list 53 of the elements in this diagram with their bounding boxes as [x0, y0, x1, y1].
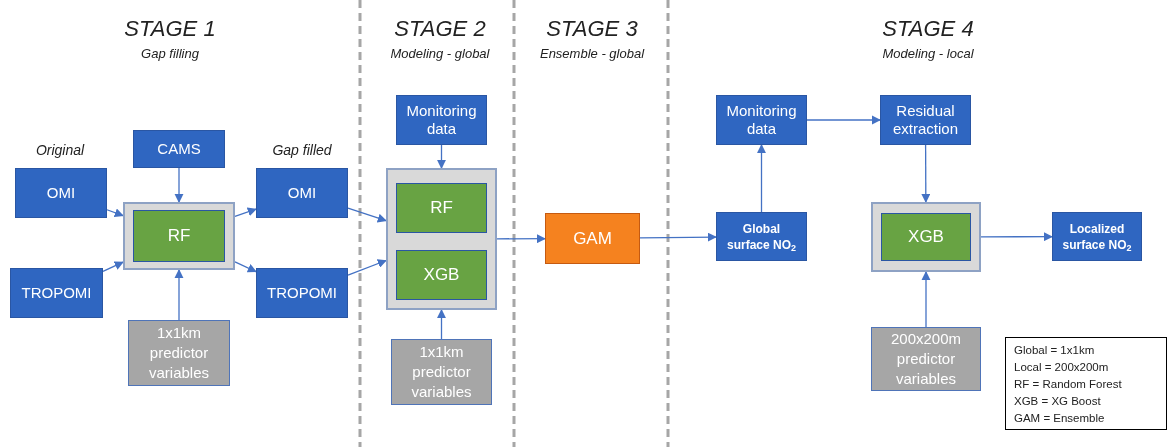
stage-subtitle: Modeling - global	[389, 45, 491, 63]
process-box: TROPOMI	[256, 268, 348, 318]
arrow	[639, 232, 717, 242]
stage-subtitle: Modeling - local	[881, 45, 975, 63]
arrow	[756, 144, 767, 213]
process-box: Residual extraction	[880, 95, 971, 145]
arrow	[436, 144, 447, 169]
arrow	[174, 269, 184, 321]
legend-entry: XGB = XG Boost	[1014, 394, 1102, 409]
stage-subtitle: Gap filling	[140, 45, 200, 63]
model-container	[871, 202, 981, 272]
model-box: XGB	[396, 250, 487, 300]
column-caption: Original	[34, 141, 86, 160]
stage-heading: STAGE 1	[123, 15, 217, 43]
arrow	[806, 115, 881, 125]
column-caption: Gap filled	[271, 141, 333, 160]
arrow	[347, 259, 387, 276]
arrow	[980, 232, 1053, 242]
arrow	[106, 208, 124, 218]
process-box: OMI	[15, 168, 107, 218]
ensemble-box: GAM	[545, 213, 640, 264]
input-box: 1x1km predictor variables	[128, 320, 230, 386]
process-box: OMI	[256, 168, 348, 218]
legend-entry: GAM = Ensemble	[1014, 411, 1106, 426]
arrow	[234, 261, 257, 273]
stage-heading: STAGE 2	[393, 15, 487, 43]
arrow	[347, 207, 387, 223]
stage-subtitle: Ensemble - global	[538, 45, 646, 63]
process-box: TROPOMI	[10, 268, 103, 318]
stage-heading: STAGE 4	[881, 15, 975, 43]
process-box: CAMS	[133, 130, 225, 168]
model-container	[123, 202, 235, 270]
model-box: RF	[133, 210, 225, 262]
stage-heading: STAGE 3	[545, 15, 639, 43]
model-box: XGB	[881, 213, 971, 261]
arrow	[234, 207, 257, 218]
arrow	[921, 144, 931, 203]
legend-entry: Local = 200x200m	[1014, 360, 1110, 375]
input-box: 200x200m predictor variables	[871, 327, 981, 391]
arrow	[496, 234, 546, 244]
process-box: Monitoring data	[716, 95, 807, 145]
arrow	[174, 167, 184, 203]
legend-entry: RF = Random Forest	[1014, 377, 1123, 392]
arrow	[102, 261, 124, 272]
arrow	[436, 309, 447, 340]
model-container	[386, 168, 497, 310]
model-box: RF	[396, 183, 487, 233]
process-box: Localized surface NO$_{2}$	[1052, 212, 1142, 261]
process-box: Monitoring data	[396, 95, 487, 145]
arrow	[921, 271, 931, 328]
legend-entry: Global = 1x1km	[1014, 343, 1096, 358]
process-box: Global surface NO$_{2}$	[716, 212, 807, 261]
input-box: 1x1km predictor variables	[391, 339, 492, 405]
